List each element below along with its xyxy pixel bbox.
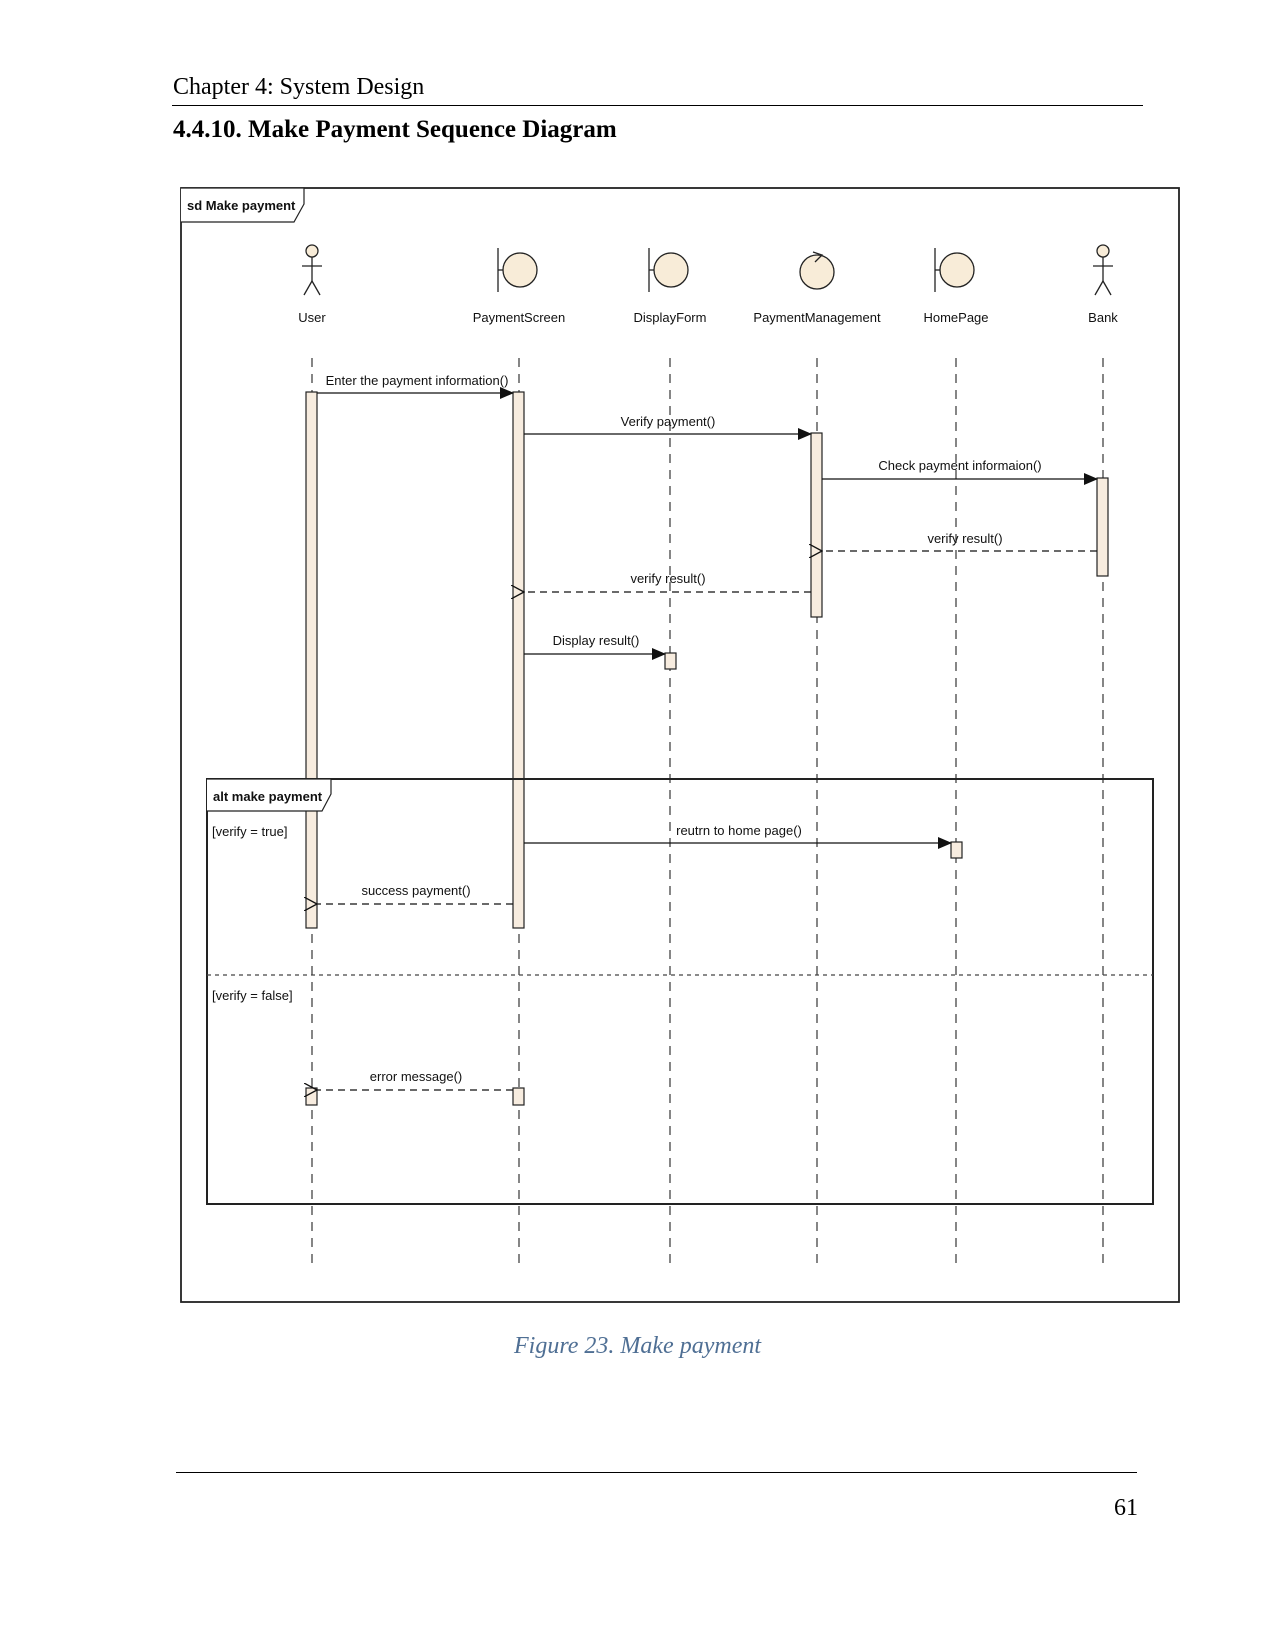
- alt-guard-false: [verify = false]: [212, 988, 293, 1003]
- activation-display-form: [664, 652, 677, 670]
- actor-icon-bank: [1093, 244, 1113, 296]
- message-verify-result-from-bank: verify result(): [822, 531, 1097, 551]
- section-title: 4.4.10. Make Payment Sequence Diagram: [173, 116, 617, 143]
- message-error-message: error message(): [317, 1069, 513, 1090]
- actor-icon-user: [302, 244, 322, 296]
- header-rule: [172, 105, 1143, 106]
- control-icon-payment-management: [799, 251, 835, 290]
- message-check-payment-information: Check payment informaion(): [822, 458, 1098, 485]
- activation-user: [305, 391, 318, 929]
- alt-fragment-label: alt make payment: [213, 789, 323, 804]
- message-success-payment: success payment(): [317, 883, 513, 904]
- lifeline-label-home-page: HomePage: [923, 310, 988, 325]
- alt-fragment: [206, 778, 1154, 1205]
- activation-payment-screen: [512, 391, 525, 929]
- svg-text:verify result(): verify result(): [927, 531, 1002, 546]
- message-enter-payment-information: Enter the payment information(): [317, 373, 514, 399]
- alt-fragment-tab: [207, 778, 332, 812]
- activation-bank: [1096, 477, 1109, 577]
- diagram-frame: [180, 187, 1180, 1303]
- frame-label-tab: [181, 187, 305, 223]
- lifeline-label-payment-screen: PaymentScreen: [473, 310, 566, 325]
- lifeline-label-payment-management: PaymentManagement: [753, 310, 881, 325]
- activation-payment-screen-error: [512, 1087, 525, 1106]
- activation-bars: [305, 391, 1109, 1106]
- lifelines: [311, 358, 1104, 1265]
- chapter-header: Chapter 4: System Design: [173, 74, 425, 100]
- lifeline-label-display-form: DisplayForm: [634, 310, 707, 325]
- message-return-to-home-page: reutrn to home page(): [524, 823, 952, 849]
- svg-text:reutrn to home page(): reutrn to home page(): [676, 823, 802, 838]
- page-number: 61: [1114, 1495, 1138, 1521]
- svg-text:verify result(): verify result(): [630, 571, 705, 586]
- activation-home-page: [950, 841, 963, 859]
- message-display-result: Display result(): [524, 633, 666, 660]
- svg-text:success payment(): success payment(): [361, 883, 470, 898]
- lifeline-label-bank: Bank: [1088, 310, 1118, 325]
- alt-guard-true: [verify = true]: [212, 824, 288, 839]
- svg-text:Display result(): Display result(): [553, 633, 640, 648]
- message-verify-result-to-screen: verify result(): [524, 571, 811, 592]
- boundary-icon-home-page: [934, 248, 975, 292]
- figure-caption: Figure 23. Make payment: [513, 1333, 762, 1359]
- activation-user-error: [305, 1087, 318, 1106]
- svg-text:Check payment informaion(): Check payment informaion(): [878, 458, 1041, 473]
- frame-label: sd Make payment: [187, 198, 296, 213]
- activation-payment-management: [810, 432, 823, 618]
- svg-text:Verify payment(): Verify payment(): [621, 414, 716, 429]
- boundary-icon-payment-screen: [497, 248, 538, 292]
- footer-rule: [176, 1472, 1137, 1473]
- boundary-icon-display-form: [648, 248, 689, 292]
- svg-text:error message(): error message(): [370, 1069, 462, 1084]
- svg-text:Enter the payment information(: Enter the payment information(): [326, 373, 509, 388]
- lifeline-label-user: User: [298, 310, 326, 325]
- message-verify-payment: Verify payment(): [524, 414, 812, 440]
